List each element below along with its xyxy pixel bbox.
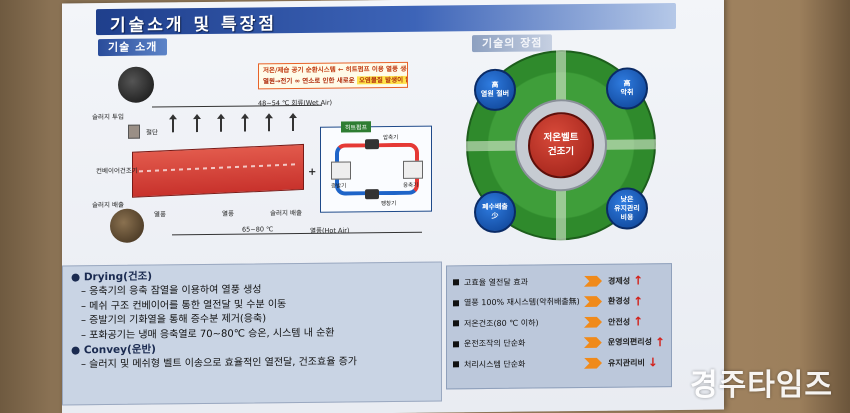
page-title: 기술소개 및 특장점: [110, 14, 277, 36]
benefit-label: 운전조작의 단순화: [464, 338, 526, 349]
watermark-logo: 경주타임즈: [690, 368, 833, 403]
benefit-row: 열풍 100% 재시스템(악취배출無) 환경성 ↑: [453, 291, 665, 314]
conveyor-dryer-graphic: [132, 143, 304, 198]
center-line-2: 건조기: [547, 146, 575, 158]
center-line-1: 저온벨트: [543, 132, 579, 144]
feature-node-line: 열원 절버: [480, 89, 510, 99]
chevron-right-icon: [584, 276, 602, 287]
vapor-arrow-icon: [220, 117, 222, 132]
condenser-icon: [403, 160, 423, 179]
label-conveyor-dryer: 컨베이어건조기: [96, 166, 138, 176]
label-air-in-1: 열풍: [154, 210, 166, 219]
feature-node-line: 高: [491, 80, 499, 89]
feature-node-line: 낮은: [620, 194, 634, 204]
benefit-row: 고효율 열전달 효과 경제성 ↑: [453, 270, 665, 293]
vapor-arrow-icon: [244, 117, 246, 132]
feature-node-line: 악취: [620, 88, 634, 97]
feature-node: 낮은 유지관리 비용: [606, 187, 648, 230]
feature-node-line: 유지관리: [614, 203, 640, 213]
label-feeder: 절단: [146, 128, 158, 137]
title-banner: 기술소개 및 특장점: [96, 3, 676, 36]
label-air-in-2: 열풍: [222, 209, 234, 218]
dried-sludge-image: [110, 208, 144, 243]
benefit-label: 열풍 100% 재시스템(악취배출無): [464, 297, 580, 308]
bullet-square-icon: [453, 300, 459, 307]
label-compressor: 압축기: [383, 134, 399, 142]
arrow-up-icon: ↑: [633, 314, 644, 329]
feature-node-line: 비용: [620, 212, 634, 222]
feeder-icon: [128, 124, 140, 139]
feature-node: 폐수배출 少: [474, 190, 516, 234]
process-description-box: ● Drying(건조) – 응축기의 응축 잠열을 이용하여 열풍 생성 – …: [62, 261, 442, 406]
vapor-arrow-icon: [196, 118, 198, 133]
note-line-2: 열원→전기 ∞ 연소로 인한 새로운 오염물질 발생이 없음: [263, 75, 408, 87]
benefit-result: 환경성: [608, 296, 631, 306]
benefit-row: 처리시스템 단순화 유지관리비 ↓: [453, 352, 665, 375]
brochure-page: 기술소개 및 특장점 기술 소개 기술의 장점 저온/제습 공기 순환시스템 ←…: [62, 0, 724, 413]
chevron-right-icon: [584, 358, 602, 369]
vapor-arrow-icon: [292, 117, 294, 132]
chevron-right-icon: [584, 337, 602, 348]
feature-node: 高 악취: [606, 67, 648, 110]
label-sludge-out: 슬러지 배출: [92, 200, 124, 210]
feature-node: 高 열원 절버: [474, 68, 516, 112]
plus-sign: +: [308, 166, 317, 178]
arrow-up-icon: ↑: [654, 334, 665, 350]
section-tab-features: 기술의 장점: [472, 34, 553, 53]
heat-pump-diagram: 히트펌프 증발기 응축기 압축기 팽창기: [320, 121, 432, 213]
section-tab-tech: 기술 소개: [98, 38, 168, 57]
bullet-square-icon: [453, 361, 459, 368]
vapor-arrow-icon: [172, 118, 174, 133]
bullet-square-icon: [453, 279, 459, 286]
hot-air-pipe: [172, 231, 422, 236]
note-highlight: 오염물질 발생이 없음: [356, 75, 408, 85]
process-note: 저온/제습 공기 순환시스템 ← 히트펌프 이용 열풍 생산 열원→전기 ∞ 연…: [258, 61, 408, 90]
heat-pump-title: 히트펌프: [341, 121, 372, 133]
benefit-result: 유지관리비: [608, 358, 645, 368]
convey-item: – 슬러지 및 메쉬형 벨트 이송으로 효율적인 열전달, 건조효율 증가: [81, 356, 357, 371]
label-condenser: 응축기: [403, 182, 419, 189]
benefit-label: 저온건조(80 ℃ 이하): [464, 318, 539, 329]
vapor-arrow-icon: [268, 117, 270, 132]
feature-node-line: 少: [491, 211, 499, 220]
benefit-row: 운전조작의 단순화 운영의편리성 ↑: [453, 332, 665, 355]
label-evaporator: 증발기: [331, 183, 347, 190]
label-sludge-in: 슬러지 투입: [92, 112, 124, 122]
feature-node-line: 폐수배출: [482, 202, 508, 212]
arrow-up-icon: ↑: [633, 273, 644, 288]
benefit-label: 처리시스템 단순화: [464, 359, 526, 370]
benefit-result: 경제성: [608, 276, 631, 286]
label-sludge-out-2: 슬러지 배출: [270, 208, 302, 218]
arrow-down-icon: ↓: [647, 355, 658, 370]
chevron-right-icon: [584, 317, 602, 328]
benefits-list: 고효율 열전달 효과 경제성 ↑ 열풍 100% 재시스템(악취배출無) 환경성…: [446, 263, 672, 390]
feature-node-line: 高: [623, 79, 631, 88]
benefit-label: 고효율 열전달 효과: [464, 277, 528, 288]
bullet-square-icon: [453, 320, 459, 327]
evaporator-icon: [331, 161, 351, 180]
valve-icon: [365, 189, 379, 200]
compressor-icon: [365, 139, 379, 150]
sludge-pile-image: [118, 66, 154, 103]
benefit-row: 저온건조(80 ℃ 이하) 안전성 ↑: [453, 311, 665, 334]
benefit-result: 안전성: [608, 317, 631, 327]
benefit-result: 운영의편리성: [607, 337, 652, 348]
chevron-right-icon: [584, 296, 602, 307]
arrow-up-icon: ↑: [633, 294, 644, 309]
label-valve: 팽창기: [381, 200, 397, 208]
note-line-2-text: 열원→전기 ∞ 연소로 인한 새로운: [263, 76, 357, 86]
bullet-square-icon: [453, 341, 459, 348]
